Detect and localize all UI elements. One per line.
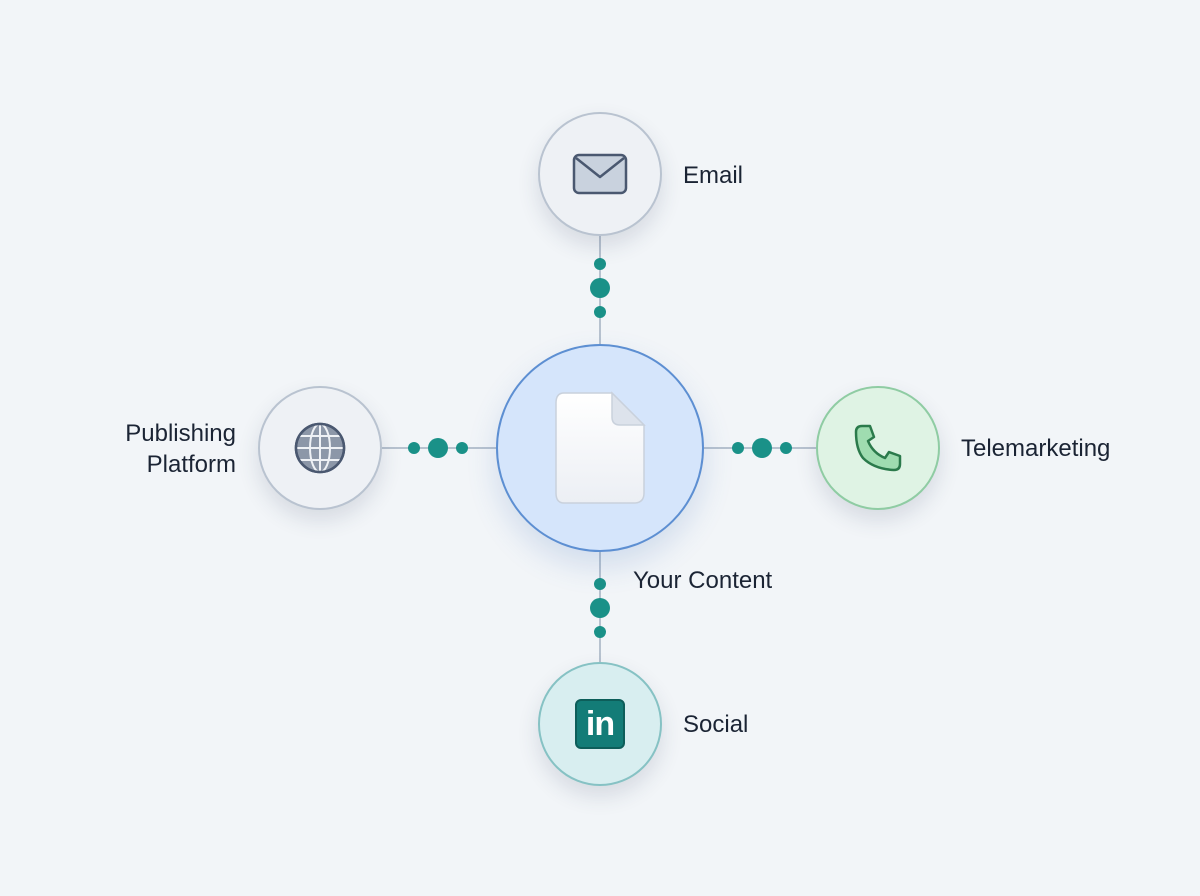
globe-icon bbox=[294, 422, 346, 474]
connector-dot bbox=[590, 598, 610, 618]
publishing-label-line2: Platform bbox=[146, 451, 236, 478]
envelope-icon bbox=[572, 153, 628, 195]
center-node[interactable] bbox=[496, 344, 704, 552]
connector-dot bbox=[594, 258, 606, 270]
telemarketing-label: Telemarketing bbox=[961, 435, 1111, 462]
publishing-platform-label: Publishing Platform bbox=[125, 418, 236, 480]
phone-icon bbox=[854, 424, 902, 472]
social-node[interactable]: in bbox=[538, 662, 662, 786]
email-node[interactable] bbox=[538, 112, 662, 236]
linkedin-icon: in bbox=[575, 699, 625, 749]
connector-dot bbox=[590, 278, 610, 298]
connector-dot bbox=[594, 578, 606, 590]
connector-dot bbox=[594, 306, 606, 318]
publishing-label-line1: Publishing bbox=[125, 420, 236, 447]
connector-dot bbox=[780, 442, 792, 454]
center-label: Your Content bbox=[633, 567, 773, 594]
document-icon bbox=[555, 391, 646, 504]
connector-dot bbox=[594, 626, 606, 638]
telemarketing-node[interactable] bbox=[816, 386, 940, 510]
connector-dot bbox=[752, 438, 772, 458]
connector-dot bbox=[732, 442, 744, 454]
publishing-platform-node[interactable] bbox=[258, 386, 382, 510]
social-label: Social bbox=[683, 711, 749, 738]
connector-dot bbox=[456, 442, 468, 454]
connector-dot bbox=[428, 438, 448, 458]
connector-dot bbox=[408, 442, 420, 454]
email-label: Email bbox=[683, 162, 744, 189]
